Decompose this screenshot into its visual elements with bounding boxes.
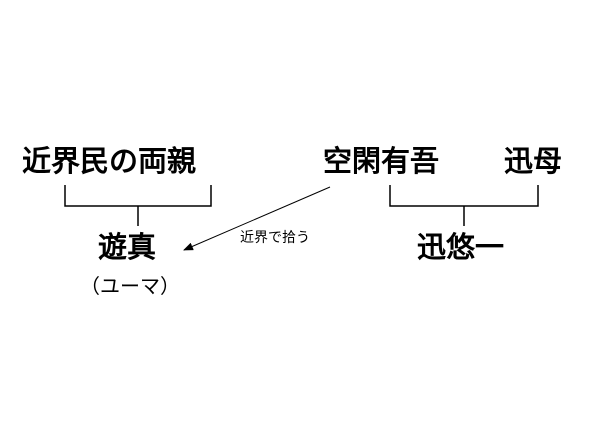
- edge-label-pickup: 近界で拾う: [240, 230, 310, 246]
- node-kinkai-parents: 近界民の両親: [22, 144, 197, 178]
- node-jin-mother: 迅母: [504, 144, 563, 178]
- node-kuga-yugo: 空閑有吾: [323, 144, 440, 178]
- node-jin-yuichi: 迅悠一: [417, 230, 505, 264]
- node-yuma: 遊真: [98, 230, 157, 264]
- node-yuma-reading: （ユーマ）: [80, 274, 180, 298]
- right-parent-bracket: [389, 185, 539, 207]
- left-parent-bracket: [64, 185, 212, 207]
- pickup-arrow: [183, 186, 331, 251]
